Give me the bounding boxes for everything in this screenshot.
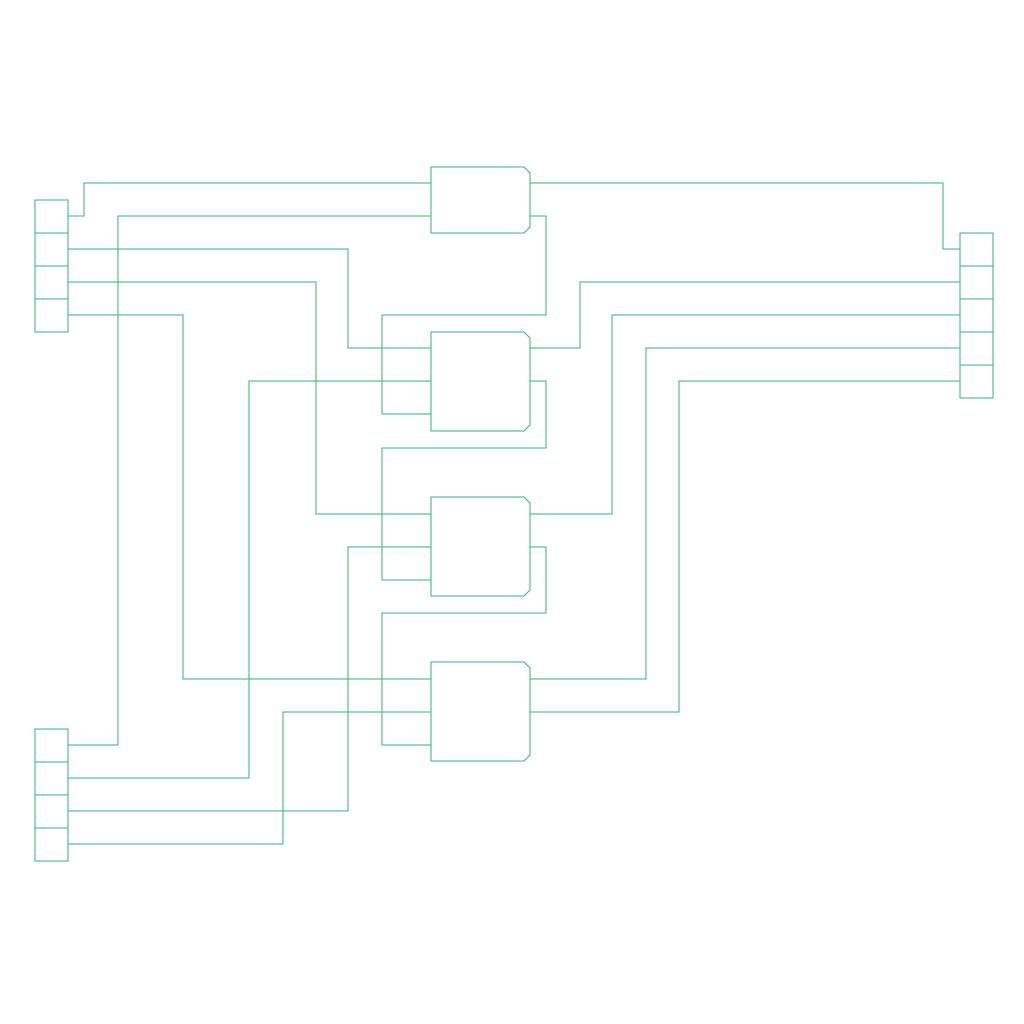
wire-carry-out: [530, 380, 960, 713]
input-bus-a-pin-1: [34, 232, 69, 267]
input-bus-a-pin-2: [34, 265, 69, 300]
output-bus-pin-4: [959, 364, 994, 399]
input-bus-a: [34, 199, 69, 333]
output-bus-pin-0: [959, 232, 994, 267]
wire-a1: [68, 248, 431, 349]
wire-a2: [68, 281, 431, 515]
wire-carry0: [381, 215, 547, 415]
wire-sum0: [530, 182, 960, 250]
adder-block-1: [430, 331, 531, 432]
input-bus-b-pin-0: [34, 728, 69, 763]
wire-sum3: [530, 347, 960, 680]
input-bus-b-pin-3: [34, 827, 69, 862]
input-bus-a-pin-0: [34, 199, 69, 234]
adder-block-2: [430, 496, 531, 597]
output-bus-pin-1: [959, 265, 994, 300]
wire-b2: [68, 546, 431, 812]
input-bus-b: [34, 728, 69, 862]
wires: [68, 182, 960, 845]
input-bus-a-pin-3: [34, 298, 69, 333]
adder-block-0: [430, 166, 531, 234]
output-bus-pin-2: [959, 298, 994, 333]
wire-a0: [68, 182, 431, 217]
pin-headers: [34, 199, 994, 862]
input-bus-b-pin-2: [34, 794, 69, 829]
wire-carry2: [381, 546, 547, 746]
output-bus-pin-3: [959, 331, 994, 366]
wire-carry1: [381, 380, 547, 581]
wire-b1: [68, 380, 431, 779]
wire-b3: [68, 711, 431, 845]
logic-blocks: [430, 166, 531, 762]
wire-a3: [68, 314, 431, 680]
wire-b0: [68, 215, 431, 746]
wire-sum2: [530, 314, 960, 515]
output-bus: [959, 232, 994, 399]
wire-sum1: [530, 281, 960, 349]
adder-block-3: [430, 661, 531, 762]
input-bus-b-pin-1: [34, 761, 69, 796]
